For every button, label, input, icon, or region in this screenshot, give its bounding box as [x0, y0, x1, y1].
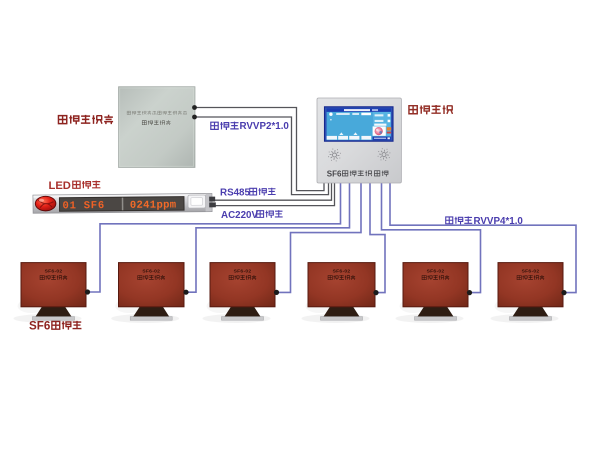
svg-text:RVVP4*1.0: RVVP4*1.0	[474, 216, 524, 227]
svg-text:01 SF6: 01 SF6	[62, 200, 104, 212]
svg-text:LED: LED	[49, 180, 71, 192]
svg-text:SF6-02: SF6-02	[142, 268, 160, 274]
svg-text:SF6: SF6	[327, 170, 342, 179]
svg-text:RS485: RS485	[220, 187, 251, 198]
svg-text:0241ppm: 0241ppm	[130, 199, 177, 211]
svg-text:SF6-02: SF6-02	[234, 268, 252, 274]
svg-text:RVVP2*1.0: RVVP2*1.0	[240, 121, 290, 132]
svg-text:SF6-02: SF6-02	[522, 268, 540, 274]
svg-text:SF6-02: SF6-02	[45, 268, 63, 274]
svg-text:SF6-02: SF6-02	[427, 268, 445, 274]
svg-text:AC220V: AC220V	[221, 210, 258, 221]
svg-text:SF6: SF6	[29, 319, 51, 332]
svg-text:SF6-02: SF6-02	[333, 268, 351, 274]
